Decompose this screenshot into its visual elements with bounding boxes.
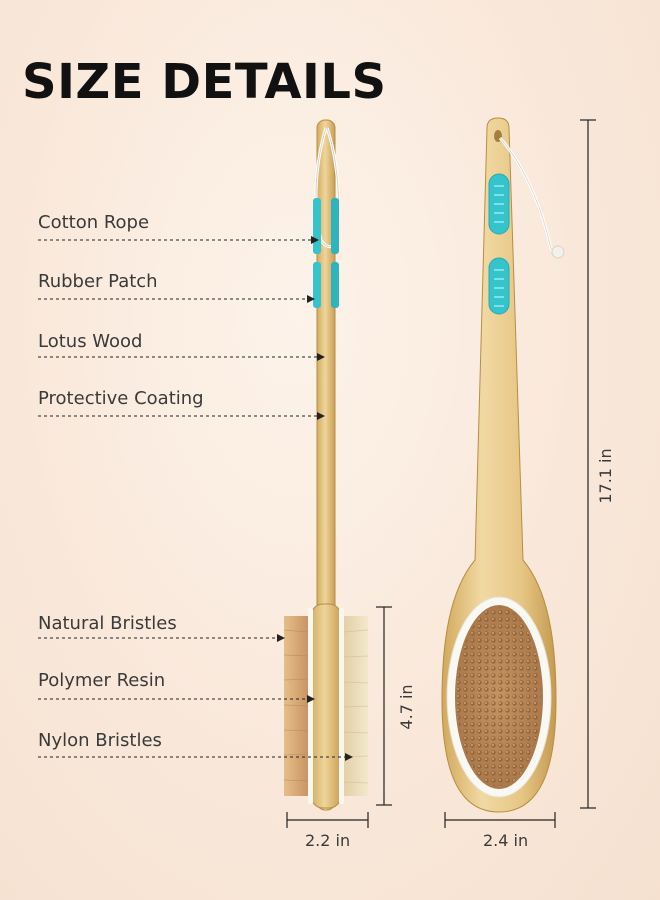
- side-rubber-patch-2: [313, 262, 321, 308]
- rope-knot: [551, 245, 565, 259]
- callout-lotus-wood: Lotus Wood: [38, 331, 143, 352]
- front-rubber-patch-2: [488, 257, 510, 315]
- side-width-label: 2.2 in: [305, 831, 351, 850]
- page-title: SIZE DETAILS: [22, 54, 387, 110]
- callout-protective-coating: Protective Coating: [38, 388, 204, 409]
- front-width-label: 2.4 in: [483, 831, 529, 850]
- callout-cotton-rope: Cotton Rope: [38, 212, 150, 233]
- callout-polymer-resin: Polymer Resin: [38, 670, 166, 691]
- side-brush: [283, 119, 369, 811]
- front-brush: [441, 117, 566, 813]
- callout-natural-bristles: Natural Bristles: [38, 613, 177, 634]
- callout-lines: [38, 236, 353, 761]
- callout-rubber-patch: Rubber Patch: [38, 271, 158, 292]
- side-resin-right: [339, 608, 344, 804]
- side-head: [310, 603, 342, 809]
- callout-nylon-bristles: Nylon Bristles: [38, 730, 162, 751]
- side-resin-left: [308, 608, 313, 804]
- side-rubber-patch-1: [313, 198, 321, 254]
- dimension-lines: [286, 119, 596, 828]
